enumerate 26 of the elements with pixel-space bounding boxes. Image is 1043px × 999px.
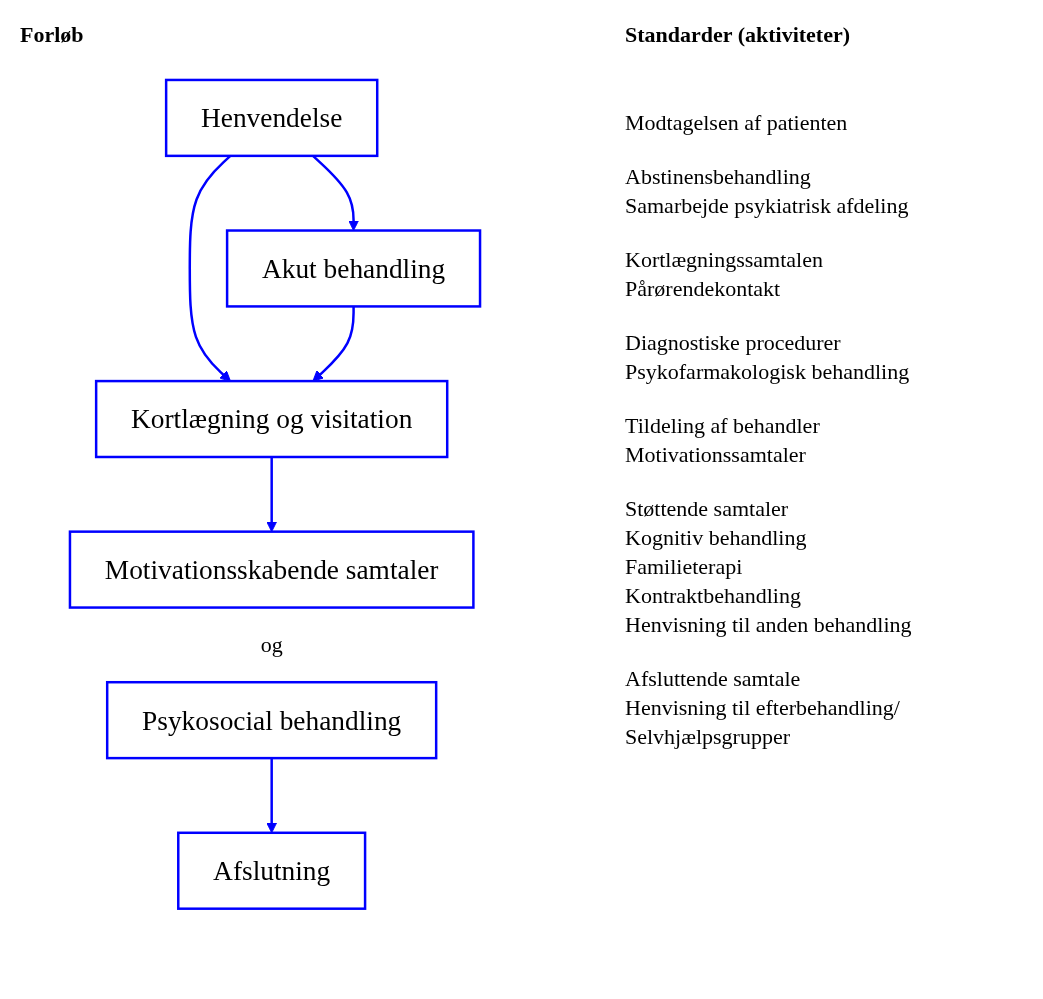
process-box: Henvendelse: [164, 78, 379, 158]
process-box: Akut behandling: [225, 229, 482, 308]
process-box: Motivationsskabende samtaler: [68, 530, 475, 609]
activity-text: Modtagelsen af patienten: [625, 109, 849, 137]
activity-text: Familieterapi: [625, 553, 744, 581]
activity-text: Kortlægningssamtalen: [625, 246, 824, 274]
column-heading: Standarder (aktiviteter): [625, 22, 851, 48]
activity-text: Afsluttende samtale: [625, 665, 802, 693]
activity-text: Kognitiv behandling: [625, 524, 808, 552]
activity-text: Abstinensbehandling: [625, 163, 812, 191]
activity-text: Tildeling af behandler: [625, 412, 821, 440]
process-box: Afslutning: [177, 831, 367, 910]
arrow: [312, 306, 355, 382]
process-box: Kortlægning og visitation: [94, 379, 449, 459]
activity-text: Diagnostiske procedurer: [625, 329, 842, 357]
connector-word: og: [260, 631, 283, 658]
activity-text: Pårørendekontakt: [625, 275, 782, 303]
process-box: Psykosocial behandling: [105, 680, 438, 760]
activity-text: Psykofarmakologisk behandling: [625, 358, 911, 386]
activity-text: Støttende samtaler: [625, 495, 790, 523]
activity-text: Samarbejde psykiatrisk afdeling: [625, 192, 910, 220]
column-heading: Forløb: [20, 22, 84, 48]
activity-text: Henvisning til efterbehandling/ Selvhjælpsgrupper: [625, 694, 901, 751]
activity-text: Motivationssamtaler: [625, 441, 807, 469]
activity-text: Kontraktbehandling: [625, 582, 802, 610]
activity-text: Henvisning til anden behandling: [625, 611, 913, 639]
